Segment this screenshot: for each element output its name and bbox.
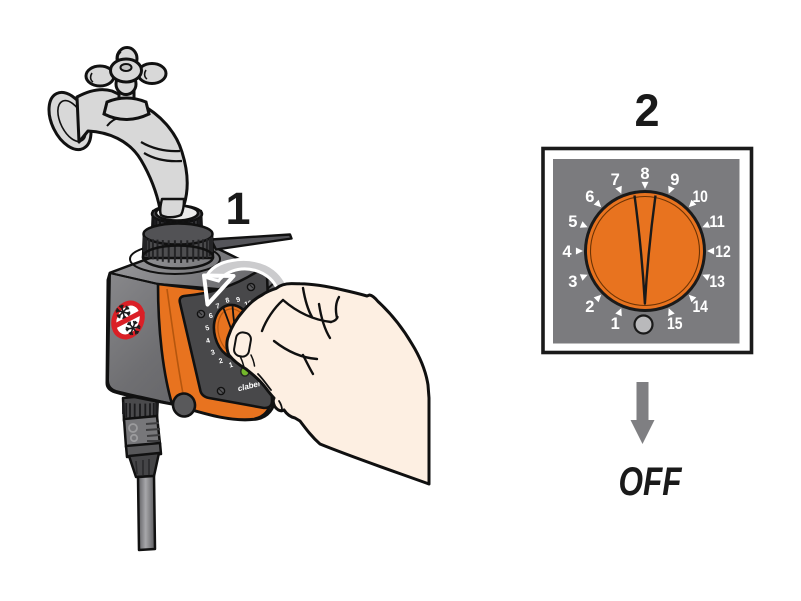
svg-text:10: 10	[692, 188, 708, 206]
svg-text:15: 15	[667, 315, 683, 333]
svg-text:5: 5	[205, 325, 211, 333]
svg-text:6: 6	[208, 313, 214, 321]
svg-text:12: 12	[715, 243, 731, 261]
svg-text:7: 7	[611, 171, 620, 189]
svg-text:13: 13	[709, 273, 725, 291]
svg-text:9: 9	[236, 296, 242, 304]
svg-text:1: 1	[611, 315, 620, 333]
svg-text:1: 1	[225, 183, 250, 234]
svg-text:11: 11	[709, 213, 725, 231]
svg-text:7: 7	[215, 303, 221, 311]
svg-text:9: 9	[670, 171, 679, 189]
svg-text:8: 8	[640, 165, 649, 183]
svg-text:14: 14	[692, 298, 708, 316]
svg-text:8: 8	[225, 297, 231, 305]
svg-text:3: 3	[210, 349, 216, 357]
svg-text:5: 5	[568, 213, 577, 231]
svg-text:4: 4	[205, 338, 211, 346]
svg-text:3: 3	[568, 273, 577, 291]
svg-text:4: 4	[562, 243, 572, 261]
svg-text:6: 6	[585, 188, 594, 206]
svg-text:OFF: OFF	[619, 460, 683, 504]
svg-text:2: 2	[218, 358, 224, 366]
svg-text:2: 2	[634, 85, 659, 136]
svg-text:2: 2	[585, 298, 594, 316]
svg-text:1: 1	[228, 362, 234, 370]
